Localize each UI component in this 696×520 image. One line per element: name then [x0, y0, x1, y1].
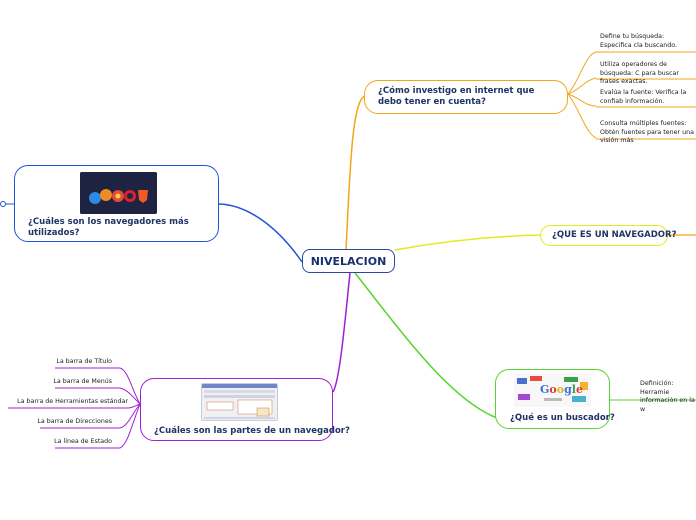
leaf-barra-direcciones[interactable]: La barra de Direcciones — [37, 418, 112, 425]
topic-partes[interactable]: ¿Cuáles son las partes de un navegador? — [140, 378, 350, 441]
search-engines-collage-image: Google — [514, 374, 591, 407]
topic-investigo-label: ¿Cómo investigo en internet que debo ten… — [378, 86, 535, 107]
connector-buscador — [354, 272, 498, 419]
leaf-operadores-busqueda[interactable]: Utiliza operadores de búsqueda: C para b… — [600, 61, 679, 85]
connector-navegador — [394, 234, 541, 251]
topic-navegadores[interactable]: ¿Cuáles son los navegadores más utilizad… — [14, 165, 219, 242]
topic-investigo[interactable]: ¿Cómo investigo en internet que debo ten… — [364, 80, 568, 114]
leaf-evalua-fuente[interactable]: Evalúa la fuente: Verifica la confiab in… — [600, 89, 687, 105]
topic-navegador[interactable]: ¿QUE ES UN NAVEGADOR? — [540, 225, 677, 246]
topic-navegador-label: ¿QUE ES UN NAVEGADOR? — [552, 230, 677, 240]
browser-window-screenshot-image — [201, 383, 278, 421]
leaf-consulta-fuentes[interactable]: Consulta múltiples fuentes: Obtén fuente… — [600, 120, 694, 144]
connector-navegadores — [218, 203, 303, 263]
topic-partes-label: ¿Cuáles son las partes de un navegador? — [154, 426, 350, 436]
browser-logos-image — [80, 172, 157, 214]
connector-partes — [332, 272, 351, 393]
leaf-barra-titulo[interactable]: La barra de Título — [56, 358, 112, 365]
central-topic-label: NIVELACION — [310, 254, 387, 268]
central-topic[interactable]: NIVELACION — [302, 249, 395, 273]
topic-buscador-label: ¿Qué es un buscador? — [510, 413, 615, 423]
connector-investigo — [345, 95, 366, 251]
topic-navegadores-label: ¿Cuáles son los navegadores más utilizad… — [28, 217, 189, 238]
leaf-barra-herramientas[interactable]: La barra de Herramientas estándar — [17, 398, 128, 405]
svg-text:Google: Google — [540, 383, 583, 396]
leaf-linea-estado[interactable]: La línea de Estado — [54, 438, 112, 445]
leaf-define-busqueda[interactable]: Define tu búsqueda: Especifica cla busca… — [600, 33, 678, 49]
leaf-definicion-buscador[interactable]: Definición: Herramie información en la w — [640, 380, 695, 413]
topic-buscador[interactable]: Google ¿Qué es un buscador? — [495, 369, 615, 429]
leaf-barra-menus[interactable]: La barra de Menús — [53, 378, 112, 385]
